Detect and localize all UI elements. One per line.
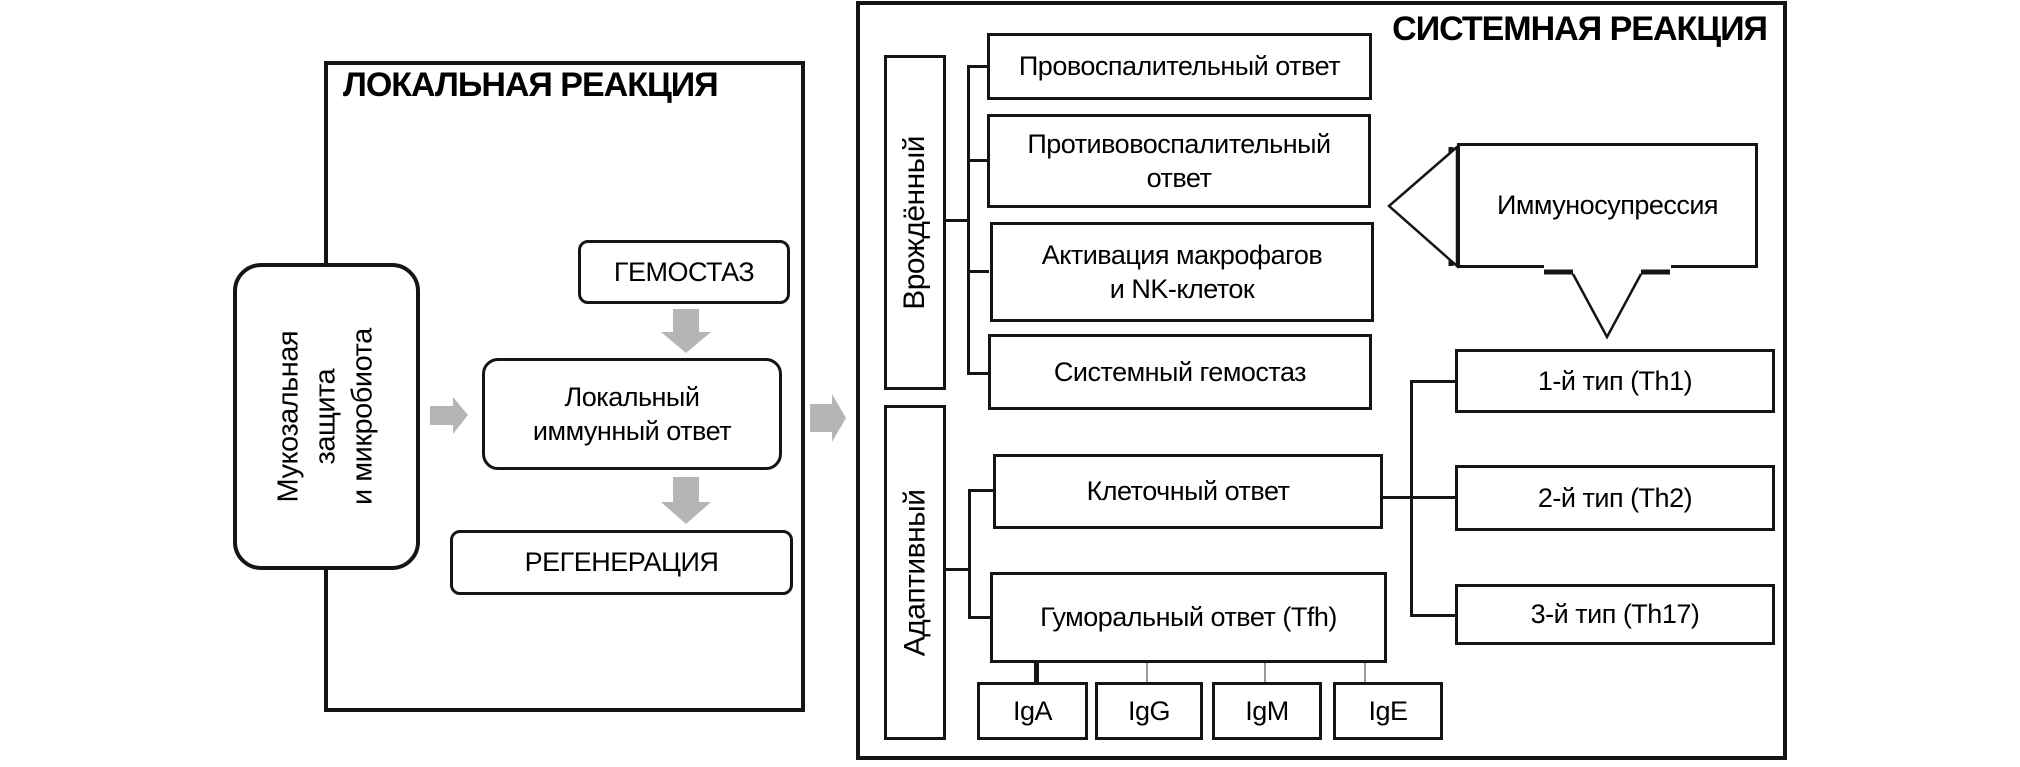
hemostasis-label: ГЕМОСТАЗ: [613, 256, 755, 287]
th1-type-box: 1-й тип (Th1): [1455, 349, 1775, 413]
proinflammatory-response-box: Провоспалительный ответ: [987, 33, 1372, 100]
immunosuppression-box: Иммуносупрессия: [1457, 143, 1758, 268]
systemic-hemostasis-box: Системный гемостаз: [988, 334, 1372, 410]
mucosal-defense-label: Мукозальная защита и микробиота: [272, 328, 380, 505]
humoral-response-box: Гуморальный ответ (Tfh): [990, 572, 1387, 663]
systemic-reaction-panel: [856, 1, 1787, 760]
connector-line: [1264, 663, 1266, 682]
connector-line: [1410, 380, 1413, 617]
local-panel-title: ЛОКАЛЬНАЯ РЕАКЦИЯ: [343, 66, 719, 104]
th17-type-box: 3-й тип (Th17): [1455, 584, 1775, 645]
igg-box: IgG: [1095, 682, 1203, 740]
innate-label-box: Врождённый: [884, 55, 946, 390]
connector-line: [967, 270, 989, 273]
connector-line: [968, 489, 971, 619]
arrow-down-icon: [661, 477, 711, 524]
antiinflammatory-response-box: Противовоспалительный ответ: [987, 114, 1371, 208]
adaptive-label: Адаптивный: [898, 489, 932, 656]
connector-line: [1383, 496, 1455, 499]
adaptive-label-box: Адаптивный: [884, 405, 946, 740]
connector-line: [1410, 380, 1455, 383]
ige-box: IgE: [1333, 682, 1443, 740]
connector-line: [1410, 614, 1455, 617]
igm-box: IgM: [1212, 682, 1322, 740]
arrow-right-icon: [810, 394, 846, 442]
connector-line: [944, 568, 970, 571]
th2-type-box: 2-й тип (Th2): [1455, 465, 1775, 531]
innate-label: Врождённый: [898, 135, 932, 310]
macrophage-nk-activation-box: Активация макрофагов и NK-клеток: [990, 222, 1374, 322]
connector-line: [968, 489, 993, 492]
connector-line: [968, 616, 990, 619]
regeneration-box: РЕГЕНЕРАЦИЯ: [450, 530, 793, 595]
regeneration-label: РЕГЕНЕРАЦИЯ: [524, 547, 719, 578]
arrow-down-icon: [661, 309, 711, 353]
systemic-panel-title: СИСТЕМНАЯ РЕАКЦИЯ: [1392, 10, 1768, 48]
connector-line: [967, 65, 988, 68]
local-immune-response-box: Локальный иммунный ответ: [482, 358, 782, 470]
arrow-right-icon: [430, 397, 468, 434]
mucosal-defense-box: Мукозальная защита и микробиота: [233, 263, 420, 570]
hollow-arrow-left-icon: [1387, 144, 1459, 269]
cellular-response-box: Клеточный ответ: [993, 454, 1383, 529]
iga-box: IgA: [977, 682, 1088, 740]
connector-line: [967, 372, 988, 375]
connector-line: [944, 219, 968, 222]
hemostasis-box: ГЕМОСТАЗ: [578, 240, 790, 304]
connector-line: [1364, 663, 1366, 682]
connector-line: [1034, 663, 1039, 682]
connector-line: [967, 65, 970, 375]
connector-line: [1146, 663, 1148, 682]
hollow-arrow-down-icon: [1544, 264, 1671, 340]
connector-line: [967, 159, 988, 162]
